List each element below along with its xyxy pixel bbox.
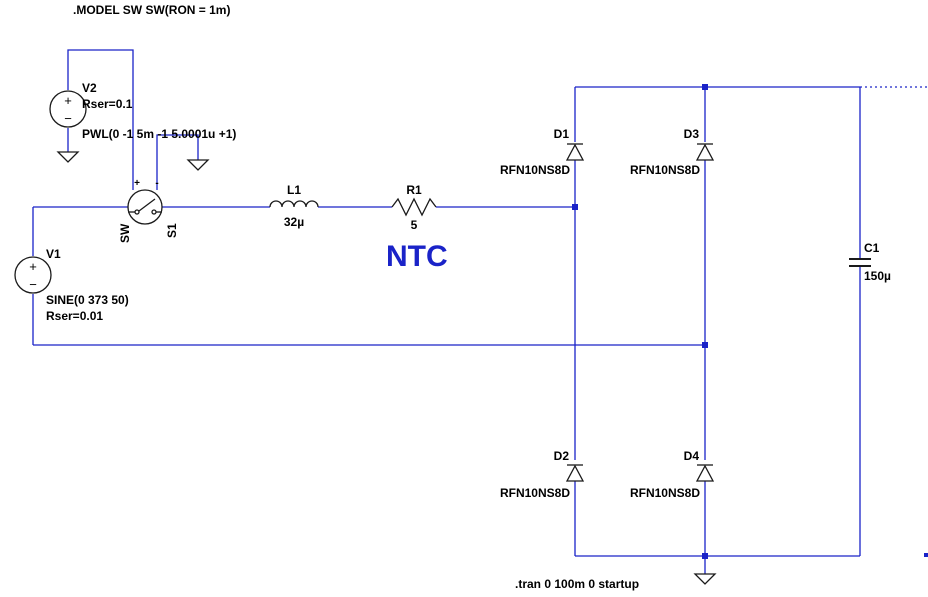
v1-plus: + (29, 259, 37, 274)
diode-d2: D2 RFN10NS8D (500, 449, 585, 500)
v2-plus: + (64, 93, 72, 108)
junctions (572, 84, 928, 559)
voltage-source-icon (49, 90, 87, 128)
d2-part: RFN10NS8D (500, 486, 570, 500)
inductor-l1: L1 32µ (269, 183, 319, 229)
source-v1: + − V1 SINE(0 373 50) Rser=0.01 (14, 247, 129, 323)
d2-name: D2 (554, 449, 570, 463)
r1-name: R1 (406, 183, 422, 197)
ground-icon (186, 159, 210, 171)
switch-name: S1 (165, 223, 179, 238)
r1-value: 5 (411, 218, 418, 232)
junction-dot (702, 553, 708, 559)
capacitor-c1: C1 150µ (849, 241, 891, 283)
source-v2: + − V2 Rser=0.1 PWL(0 -1 5m -1 5.0001u +… (49, 81, 236, 141)
ntc-label: NTC (386, 240, 448, 273)
voltage-source-icon (14, 256, 52, 294)
diode-icon (565, 143, 585, 161)
junction-dot (702, 342, 708, 348)
c1-name: C1 (864, 241, 880, 255)
diode-d1: D1 RFN10NS8D (500, 127, 585, 177)
wires (32, 49, 928, 574)
diode-d3: D3 RFN10NS8D (630, 127, 715, 177)
l1-value: 32µ (284, 215, 304, 229)
switch-plus: + (134, 178, 140, 189)
junction-dot (572, 204, 578, 210)
d4-name: D4 (684, 449, 700, 463)
resistor-icon (391, 197, 437, 217)
ground-bridge (693, 573, 717, 585)
tran-directive: .tran 0 100m 0 startup (515, 577, 639, 591)
diode-icon (695, 464, 715, 482)
v2-name: V2 (82, 81, 97, 95)
wire-switch-minus (156, 134, 199, 190)
d3-name: D3 (684, 127, 700, 141)
v1-rser: Rser=0.01 (46, 309, 103, 323)
model-directive: .MODEL SW SW(RON = 1m) (73, 3, 230, 17)
resistor-r1: R1 5 (391, 183, 437, 232)
switch-minus: - (155, 178, 158, 189)
l1-name: L1 (287, 183, 301, 197)
d1-name: D1 (554, 127, 570, 141)
ground-icon (56, 151, 80, 163)
d4-part: RFN10NS8D (630, 486, 700, 500)
wire-v2-top (67, 49, 134, 190)
ground-v2 (56, 151, 80, 163)
switch-blade (138, 198, 156, 212)
v1-name: V1 (46, 247, 61, 261)
v2-minus: − (64, 111, 72, 126)
diode-icon (565, 464, 585, 482)
switch-s1: + - SW S1 (118, 178, 179, 243)
junction-dot (702, 84, 708, 90)
diode-d4: D4 RFN10NS8D (630, 449, 715, 500)
d3-part: RFN10NS8D (630, 163, 700, 177)
v2-rser: Rser=0.1 (82, 97, 133, 111)
c1-value: 150µ (864, 269, 891, 283)
v1-sine: SINE(0 373 50) (46, 293, 129, 307)
ground-icon (693, 573, 717, 585)
v1-minus: − (29, 277, 37, 292)
diode-icon (695, 143, 715, 161)
ground-switch (186, 159, 210, 171)
d1-part: RFN10NS8D (500, 163, 570, 177)
v2-pwl: PWL(0 -1 5m -1 5.0001u +1) (82, 127, 236, 141)
inductor-icon (269, 200, 319, 208)
junction-dot (924, 553, 928, 557)
switch-model: SW (118, 223, 132, 243)
